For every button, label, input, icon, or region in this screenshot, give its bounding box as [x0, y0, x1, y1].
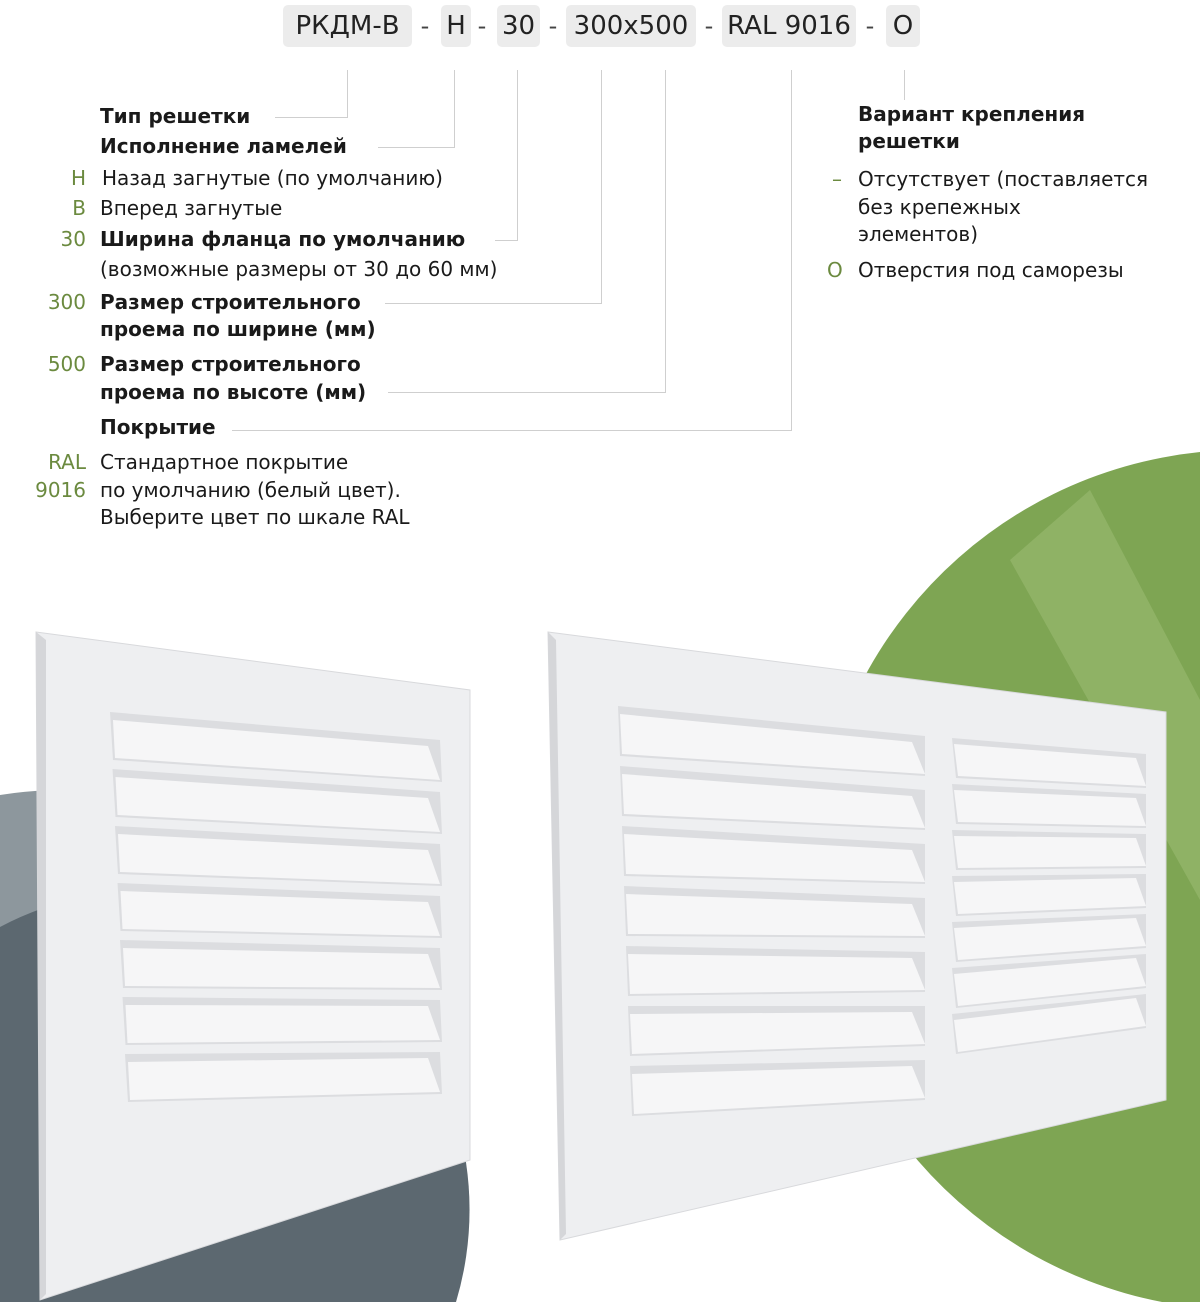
- code-separator: -: [420, 12, 430, 40]
- small-grille-louver: [118, 834, 440, 884]
- large-grille-louver: [954, 998, 1146, 1052]
- coating-title: Покрытие: [100, 415, 216, 439]
- height-title-2: проема по высоте (мм): [100, 380, 367, 404]
- height-title-1: Размер строительного: [100, 352, 361, 376]
- small-grille-louver: [115, 777, 440, 832]
- connector: [378, 147, 455, 148]
- code-separator: -: [477, 12, 487, 40]
- connector: [517, 70, 518, 241]
- mount-code-holes: О: [827, 258, 843, 282]
- large-grille-louver: [630, 1012, 925, 1054]
- flange-title: Ширина фланца по умолчанию: [100, 227, 466, 251]
- mount-none-3: элементов): [858, 222, 979, 246]
- connector: [601, 70, 602, 304]
- mount-title-1: Вариант крепления: [858, 102, 1086, 126]
- small-grille-louver: [123, 948, 440, 988]
- large-grille-louver: [954, 836, 1146, 868]
- type-title: Тип решетки: [100, 104, 251, 128]
- coating-line-3: Выберите цвет по шкале RAL: [100, 505, 410, 529]
- connector: [904, 70, 905, 100]
- large-grille-louver: [624, 834, 925, 882]
- small-grille-louver: [125, 1005, 440, 1043]
- large-grille-louver: [622, 774, 925, 828]
- flange-code: 30: [60, 227, 86, 251]
- large-grille-louver: [954, 958, 1146, 1006]
- code-separator: -: [548, 12, 558, 40]
- large-grille-louver: [954, 790, 1146, 826]
- code-chip-type: РКДМ-В: [283, 5, 412, 47]
- small-grille-louver: [120, 891, 440, 936]
- flange-note: (возможные размеры от 30 до 60 мм): [100, 257, 498, 281]
- mount-code-none: –: [832, 167, 842, 191]
- connector: [385, 303, 602, 304]
- connector: [454, 70, 455, 148]
- small-grille-louver: [128, 1058, 440, 1100]
- large-grille-edge: [548, 632, 566, 1240]
- width-title-2: проема по ширине (мм): [100, 317, 376, 341]
- connector: [275, 117, 348, 118]
- small-grille-edge: [36, 632, 46, 1300]
- width-code: 300: [47, 290, 86, 314]
- code-chip-coating: RAL 9016: [722, 5, 856, 47]
- mount-none-1: Отсутствует (поставляется: [858, 167, 1149, 191]
- large-grille-louver: [626, 894, 925, 936]
- coating-line-2: по умолчанию (белый цвет).: [100, 478, 401, 502]
- connector: [791, 70, 792, 431]
- connector: [665, 70, 666, 393]
- lamella-title: Исполнение ламелей: [100, 134, 347, 158]
- connector: [232, 430, 792, 431]
- lamella-code-h: Н: [70, 166, 86, 190]
- connector: [495, 240, 518, 241]
- large-grille-louver: [954, 878, 1146, 914]
- connector: [347, 70, 348, 118]
- code-chip-lamella: Н: [441, 5, 471, 47]
- code-chip-flange: 30: [497, 5, 540, 47]
- lamella-option-b: Вперед загнутые: [100, 196, 283, 220]
- width-title-1: Размер строительного: [100, 290, 361, 314]
- connector: [388, 392, 666, 393]
- large-grille-louver: [632, 1066, 925, 1114]
- large-grille-louver: [954, 744, 1146, 786]
- coating-line-1: Стандартное покрытие: [100, 450, 349, 474]
- mount-title-2: решетки: [858, 129, 960, 153]
- code-separator: -: [704, 12, 714, 40]
- large-grille-louver: [628, 954, 925, 994]
- coating-code-2: 9016: [35, 478, 86, 502]
- lamella-code-b: В: [72, 196, 86, 220]
- large-grille-louver: [620, 714, 925, 774]
- height-code: 500: [47, 352, 86, 376]
- small-grille-louver: [113, 720, 440, 780]
- code-chip-size: 300x500: [566, 5, 696, 47]
- code-chip-mount: О: [886, 5, 920, 47]
- code-separator: -: [865, 12, 875, 40]
- mount-holes: Отверстия под саморезы: [858, 258, 1124, 282]
- mount-none-2: без крепежных: [858, 195, 1021, 219]
- large-grille-louver: [954, 918, 1146, 960]
- lamella-option-h: Назад загнутые (по умолчанию): [102, 166, 443, 190]
- coating-code-1: RAL: [48, 450, 86, 474]
